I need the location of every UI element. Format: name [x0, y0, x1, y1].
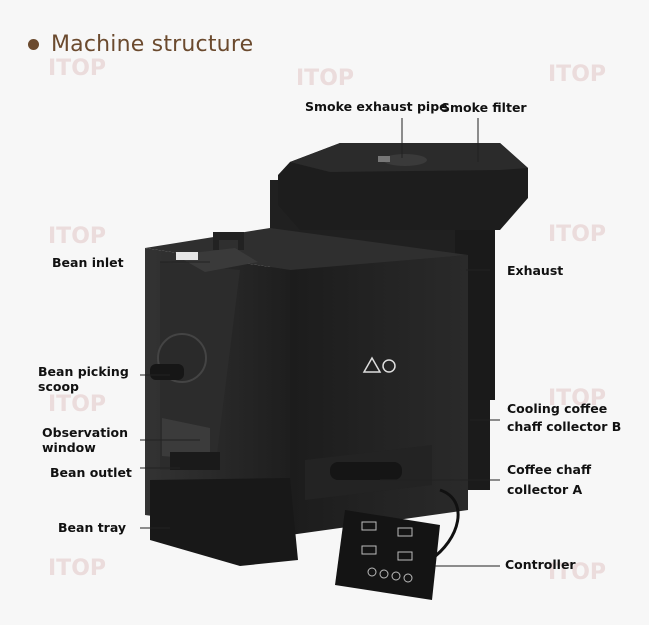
section-title: Machine structure	[28, 32, 253, 57]
watermark: ITOP	[48, 56, 107, 81]
watermark: ITOP	[48, 556, 107, 581]
inlet-highlight	[176, 252, 198, 260]
label-controller: Controller	[505, 557, 576, 572]
bullet-dot	[28, 39, 39, 50]
watermark: ITOP	[296, 66, 355, 91]
controller-button	[367, 567, 377, 577]
warning-triangle-icon	[362, 356, 382, 373]
label-chaff-a-2: collector A	[507, 482, 583, 497]
watermark: ITOP	[548, 560, 607, 585]
bean-tray	[150, 478, 298, 566]
controller-button	[379, 569, 389, 579]
watermark: ITOP	[48, 392, 107, 417]
watermark: ITOP	[548, 386, 607, 411]
collector-a-handle	[330, 462, 402, 480]
label-cooling-1: Cooling coffee	[507, 401, 608, 416]
label-exhaust: Exhaust	[507, 263, 564, 278]
controller-display-1	[361, 521, 377, 531]
label-smoke-exhaust-pipe: Smoke exhaust pipe	[305, 99, 448, 114]
label-smoke-filter: Smoke filter	[441, 100, 527, 115]
label-bean-tray: Bean tray	[58, 520, 127, 535]
controller-body	[335, 510, 440, 600]
controller-display-2	[397, 527, 413, 537]
hand-caution-icon	[382, 359, 396, 373]
exhaust-pipe-opening	[383, 154, 427, 166]
watermark: ITOP	[48, 224, 107, 249]
label-cooling-2: chaff collector B	[507, 419, 622, 434]
label-bean-outlet: Bean outlet	[50, 465, 132, 480]
observation-window	[162, 418, 210, 460]
title-text: Machine structure	[51, 32, 254, 57]
label-chaff-a-1: Coffee chaff	[507, 462, 592, 477]
bean-outlet	[170, 452, 220, 470]
bean-picking-scoop	[150, 364, 184, 380]
controller-button	[391, 571, 401, 581]
label-observation-window-2: window	[42, 440, 96, 455]
label-bean-picking-scoop-1: Bean picking	[38, 364, 129, 379]
pipe-clip	[378, 156, 390, 162]
lid-handle	[215, 232, 243, 240]
controller-cable	[429, 488, 460, 562]
controller-button	[403, 573, 413, 583]
label-bean-inlet: Bean inlet	[52, 255, 124, 270]
label-bean-picking-scoop-2: scoop	[38, 379, 79, 394]
watermark: ITOP	[548, 222, 607, 247]
watermark: ITOP	[548, 62, 607, 87]
label-observation-window-1: Observation	[42, 425, 128, 440]
